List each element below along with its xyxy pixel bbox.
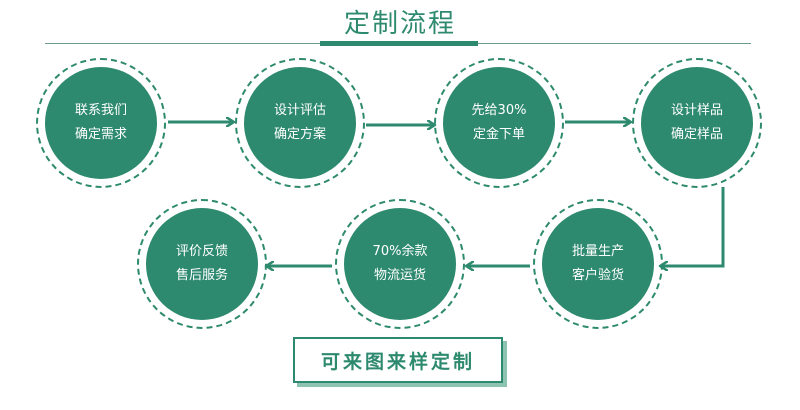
step-line2: 售后服务	[175, 268, 228, 283]
step-line1: 设计样品	[670, 103, 723, 118]
step-line1: 批量生产	[571, 244, 624, 259]
step-sample-design: 设计样品 确定样品	[632, 58, 762, 188]
step-line1: 设计评估	[273, 103, 326, 118]
step-line1: 先给30%	[471, 103, 527, 118]
step-line2: 确定样品	[670, 127, 723, 142]
step-mass-production: 批量生产 客户验货	[533, 199, 663, 329]
step-line1: 联系我们	[74, 103, 127, 118]
step-design-evaluation: 设计评估 确定方案	[235, 58, 365, 188]
step-line2: 定金下单	[472, 127, 525, 142]
step-line2: 物流运货	[373, 268, 426, 283]
arrow-step4-to-step5	[662, 187, 725, 266]
step-contact-us: 联系我们 确定需求	[36, 58, 166, 188]
step-line2: 确定方案	[273, 127, 326, 142]
step-deposit-order: 先给30% 定金下单	[434, 58, 564, 188]
step-balance-shipping: 70%余款 物流运货	[335, 199, 465, 329]
custom-order-banner: 可来图来样定制	[293, 337, 503, 383]
step-line1: 70%余款	[372, 244, 428, 259]
step-line2: 客户验货	[571, 268, 624, 283]
title-divider-accent	[320, 41, 478, 46]
step-feedback-service: 评价反馈 售后服务	[137, 199, 267, 329]
step-line2: 确定需求	[74, 127, 127, 142]
step-line1: 评价反馈	[175, 244, 228, 259]
page-title: 定制流程	[343, 9, 456, 39]
